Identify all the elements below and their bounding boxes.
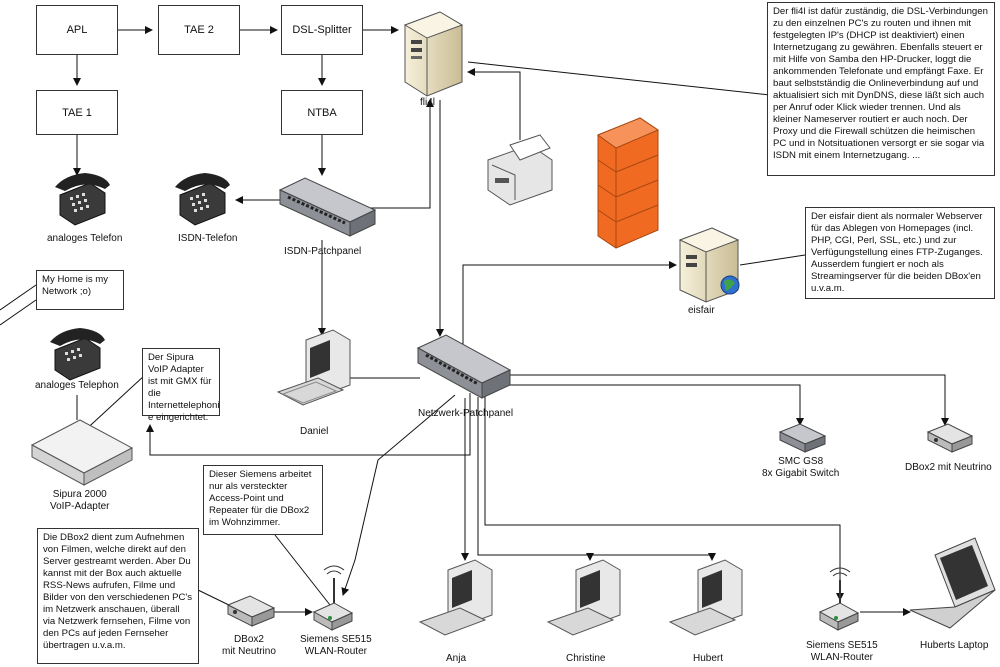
fli4l-label: fli4l [420,97,436,108]
printer-icon[interactable] [487,134,553,206]
isdn-phone-label: ISDN-Telefon [178,233,238,244]
dbox-icon-left[interactable] [226,595,276,627]
router-left-label: Siemens SE515 WLAN-Router [300,634,372,658]
dbox-icon-right[interactable] [926,423,974,453]
pc-icon-anja[interactable] [418,559,493,636]
network-patchpanel-label: Netzwerk-Patchpanel [418,408,514,419]
sipura-note: Der Sipura VoIP Adapter ist mit GMX für … [142,348,220,423]
fli4l-note: Der fli4l ist dafür zuständig, die DSL-V… [767,2,995,176]
isdn-patchpanel-icon[interactable] [278,177,377,237]
eisfair-label: eisfair [688,305,715,316]
tae1-box[interactable]: TAE 1 [36,90,118,135]
router-right-label-line1: Siemens SE515 [806,640,878,651]
telephone-icon-1 [55,173,110,226]
isdn-patchpanel-label: ISDN-Patchpanel [284,246,362,257]
router-right-label-line2: WLAN-Router [810,652,873,663]
tae2-box[interactable]: TAE 2 [158,5,240,55]
switch-icon[interactable] [778,423,827,453]
daniel-label: Daniel [300,426,329,437]
dbox2-right-label: DBox2 mit Neutrino [905,462,992,473]
router-right-label: Siemens SE515 WLAN-Router [806,640,878,664]
eisfair-note: Der eisfair dient als normaler Webserver… [805,207,995,299]
sipura-label-line2: VoIP-Adapter [50,501,110,512]
home-note: My Home is my Network ;o) [36,270,124,310]
pc-icon-christine[interactable] [546,559,621,636]
dbox2-left-label: DBox2 mit Neutrino [222,634,276,658]
sipura-label-line1: Sipura 2000 [52,489,107,500]
christine-label: Christine [566,653,606,664]
eisfair-server-icon[interactable] [678,227,740,303]
ntba-box[interactable]: NTBA [281,90,363,135]
apl-box[interactable]: APL [36,5,118,55]
sipura-label: Sipura 2000 VoIP-Adapter [50,489,109,513]
router-left-label-line1: Siemens SE515 [300,634,372,645]
laptop-icon[interactable] [909,537,996,629]
dbox2-left-label-line1: DBox2 [233,634,264,645]
anja-label: Anja [446,653,467,664]
network-patchpanel-icon[interactable] [416,334,512,399]
hubert-label: Hubert [693,653,724,664]
analog-phone-1-label: analoges Telefon [47,233,123,244]
analog-phone-2-label: analoges Telephon [35,380,119,391]
firewall-icon [596,117,660,249]
telephone-icon-2 [175,173,230,226]
router-icon-left[interactable] [312,565,354,631]
siemens-note: Dieser Siemens arbeitet nur als versteck… [203,465,323,535]
connector-lines [0,26,949,616]
telephone-icon-3 [50,328,105,381]
laptop-label: Huberts Laptop [920,640,989,651]
router-icon-right[interactable] [818,567,860,631]
dbox-note: Die DBox2 dient zum Aufnehmen von Filmen… [37,528,199,664]
dbox2-left-label-line2: mit Neutrino [222,646,276,657]
voip-adapter-icon[interactable] [30,419,134,486]
smc-switch-label-line1: SMC GS8 [778,456,824,467]
router-left-label-line2: WLAN-Router [304,646,367,657]
pc-icon-daniel[interactable] [276,329,351,406]
fli4l-server-icon[interactable] [403,11,464,97]
smc-switch-label-line2: 8x Gigabit Switch [762,468,840,479]
pc-icon-hubert[interactable] [668,559,743,636]
smc-switch-label: SMC GS8 8x Gigabit Switch [762,456,839,480]
dsl-splitter-box[interactable]: DSL-Splitter [281,5,363,55]
